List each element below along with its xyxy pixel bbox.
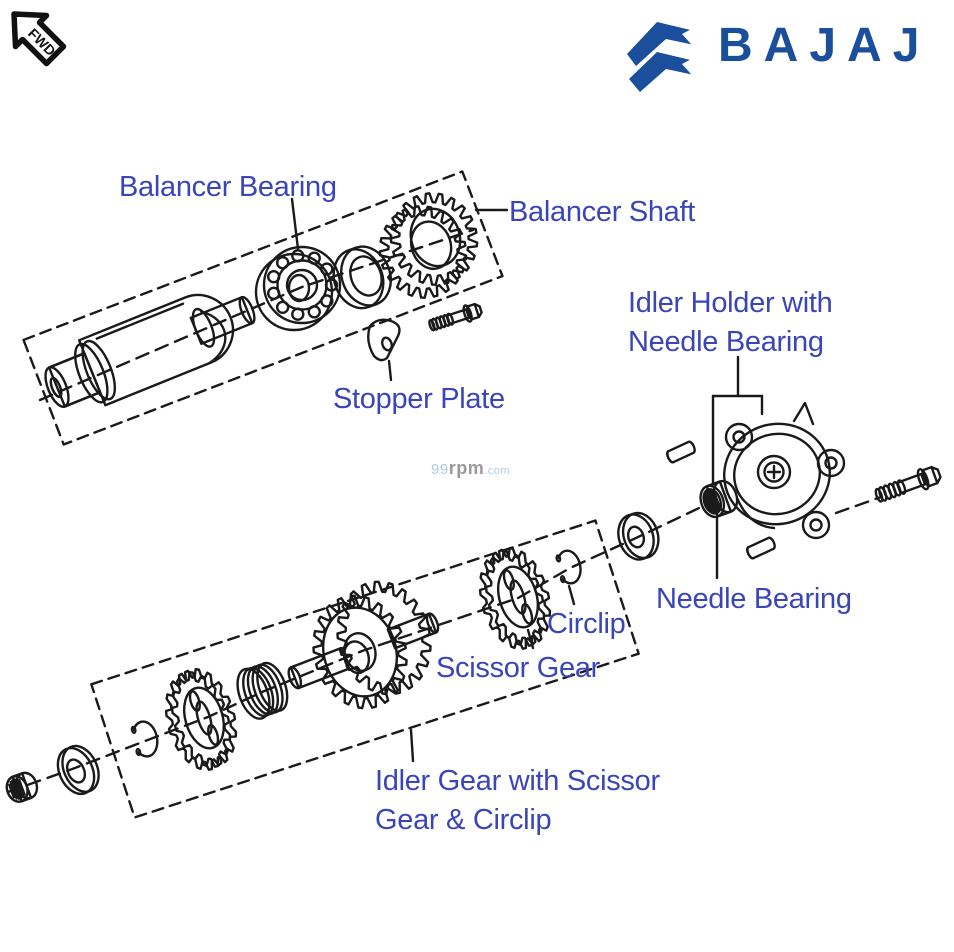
idler-gear-back (324, 571, 443, 706)
scissor-gear-drawing (475, 541, 560, 653)
brand-name: BAJAJ (718, 19, 931, 72)
watermark-middle: rpm (448, 458, 485, 478)
balancer-gear-drawing (379, 182, 489, 296)
needle-roller-drawing (5, 771, 39, 803)
label-idler-holder: Idler Holder with Needle Bearing (628, 287, 833, 358)
dowel-pin-lower-drawing (746, 536, 776, 560)
washer-right-drawing (617, 511, 660, 561)
centerlines (6, 228, 883, 794)
balancer-shaft-drawing (44, 293, 256, 408)
label-balancer-bearing: Balancer Bearing (119, 171, 337, 203)
scissor-gear-drawing-back (469, 544, 554, 656)
scissor-gear-left-drawing-back (155, 665, 240, 777)
washer-left-drawing (56, 744, 100, 796)
fwd-arrow-icon: FWD (11, 11, 67, 67)
idler-shaft-left-drawing (287, 646, 351, 690)
holder-bolt-drawing (873, 464, 943, 506)
dashed-boxes (22, 170, 640, 819)
idler-holder-drawing (722, 401, 846, 540)
dowel-pin-upper-drawing (666, 440, 696, 464)
label-balancer-shaft: Balancer Shaft (509, 196, 696, 228)
watermark: 99rpm.com (431, 458, 510, 479)
label-idler-gear: Idler Gear with Scissor Gear & Circlip (375, 765, 660, 836)
label-circlip: Circlip (547, 608, 626, 640)
spring-washer-drawing (236, 661, 289, 720)
circlip-lower-drawing (130, 719, 160, 758)
watermark-suffix: .com (484, 465, 511, 477)
balancer-gear-back (368, 195, 478, 309)
balancer-bearing-drawing (254, 245, 342, 332)
bajaj-logo-icon (627, 22, 699, 92)
circlip-upper-drawing (555, 549, 583, 586)
stopper-plate-drawing (367, 318, 401, 362)
idler-shaft-right-drawing (386, 612, 440, 650)
scissor-gear-left-drawing (161, 662, 246, 774)
spacer-ring-drawing (332, 245, 392, 310)
leader-lines (290, 197, 764, 763)
stopper-bolt-drawing (427, 301, 483, 333)
watermark-prefix: 99 (431, 461, 449, 478)
label-scissor-gear: Scissor Gear (436, 652, 600, 684)
label-stopper-plate: Stopper Plate (333, 383, 505, 415)
label-needle-bearing: Needle Bearing (656, 583, 852, 615)
